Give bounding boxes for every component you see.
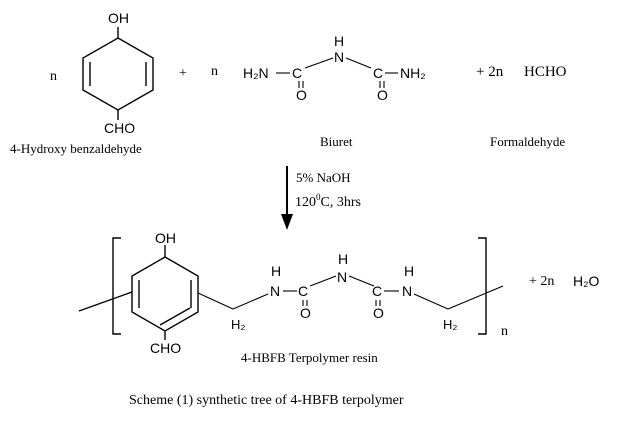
product-h3: H	[404, 263, 414, 279]
chain-end-bond-right	[447, 285, 504, 310]
biuret-nh2: NH₂	[400, 65, 426, 81]
plus-sign-1: +	[179, 66, 187, 81]
bond	[232, 293, 269, 310]
repeat-subscript-n: n	[501, 324, 508, 339]
product-c2: C	[372, 283, 382, 299]
reaction-arrow	[281, 166, 293, 230]
biuret-c-left: C	[292, 65, 302, 81]
degree-superscript: 0	[316, 192, 321, 202]
biuret-h: H	[334, 33, 344, 49]
biuret-c-right: C	[373, 65, 383, 81]
byproduct-plus-2n: + 2n	[529, 274, 554, 289]
biuret-o-right: O	[377, 87, 388, 103]
ch2-right-h2: H₂	[443, 317, 457, 332]
product-c1: C	[298, 283, 308, 299]
product-n2: N	[337, 269, 347, 285]
product-h2: H	[338, 251, 348, 267]
product-cho: CHO	[150, 340, 181, 356]
scheme-caption: Scheme (1) synthetic tree of 4-HBFB terp…	[129, 393, 404, 408]
product-n1: N	[270, 283, 280, 299]
temp-value: 120	[295, 195, 316, 210]
plus-2n: + 2n	[476, 64, 504, 80]
product-oh: OH	[155, 230, 176, 246]
hydroxybenzaldehyde-structure: n OH CHO 4-Hydroxy benzaldehyde	[10, 10, 154, 156]
product-o1: O	[300, 305, 311, 321]
ring-double-bond	[159, 307, 191, 326]
condition-naoh: 5% NaOH	[296, 170, 351, 185]
coefficient-n-2: n	[211, 64, 218, 79]
right-bracket	[478, 237, 487, 335]
left-bracket	[112, 237, 121, 335]
arrow-head	[281, 214, 293, 230]
bond	[197, 292, 234, 310]
product-n3: N	[402, 283, 412, 299]
bond	[413, 293, 449, 310]
product-structure: OH CHO C H₂ H N C O H N C O H N C H₂	[78, 230, 508, 356]
bond	[304, 57, 334, 69]
product-name: 4-HBFB Terpolymer resin	[241, 350, 378, 365]
product-h1: H	[271, 263, 281, 279]
bond	[309, 275, 337, 287]
hcho-formula: HCHO	[524, 64, 567, 80]
benzene-ring-1	[82, 37, 154, 111]
condition-temperature: 1200C, 3hrs	[295, 192, 361, 210]
ch2-left-h2: H₂	[231, 317, 245, 332]
hydroxybenzaldehyde-name: 4-Hydroxy benzaldehyde	[10, 141, 142, 156]
oh-label: OH	[108, 10, 129, 26]
temp-rest: C, 3hrs	[321, 195, 361, 210]
biuret-o-left: O	[296, 87, 307, 103]
bond	[348, 275, 375, 287]
bond	[345, 57, 372, 69]
benzene-ring-2	[131, 256, 199, 332]
biuret-n-center: N	[334, 49, 344, 65]
biuret-name: Biuret	[320, 134, 353, 149]
formaldehyde-name: Formaldehyde	[490, 134, 565, 149]
chain-end-bond-left	[78, 291, 133, 312]
water-formula: H₂O	[573, 273, 600, 289]
biuret-structure: H₂N C O H N C O NH₂ Biuret	[243, 33, 426, 149]
cho-label: CHO	[104, 120, 135, 136]
product-o2: O	[373, 305, 384, 321]
biuret-h2n: H₂N	[243, 65, 269, 81]
coefficient-n-1: n	[50, 69, 57, 84]
